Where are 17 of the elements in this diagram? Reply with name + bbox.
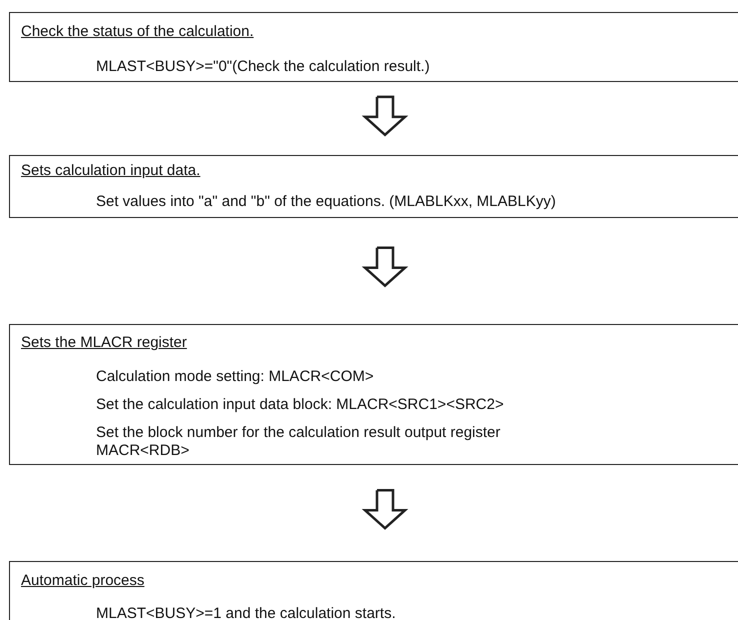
process-box bbox=[9, 561, 738, 620]
block-arrow bbox=[362, 96, 408, 137]
step-heading: Automatic process bbox=[21, 572, 144, 590]
process-box bbox=[9, 155, 738, 218]
step-detail: MLAST<BUSY>="0"(Check the calculation result.) bbox=[96, 58, 430, 76]
step-heading: Sets the MLACR register bbox=[21, 334, 187, 352]
step-detail: Calculation mode setting: MLACR<COM> bbox=[96, 368, 374, 386]
process-box bbox=[9, 12, 738, 82]
step-heading: Check the status of the calculation. bbox=[21, 23, 254, 41]
step-heading: Sets calculation input data. bbox=[21, 162, 200, 180]
step-detail: MLAST<BUSY>=1 and the calculation starts. bbox=[96, 605, 396, 620]
step-detail: Set the block number for the calculation result output register MACR<RDB> bbox=[96, 424, 502, 460]
block-arrow bbox=[362, 488, 408, 530]
process-box bbox=[9, 324, 738, 465]
step-detail: Set values into "a" and "b" of the equations. (MLABLKxx, MLABLKyy) bbox=[96, 193, 556, 211]
step-detail: Set the calculation input data block: MLACR<SRC1><SRC2> bbox=[96, 396, 504, 414]
block-arrow bbox=[362, 246, 408, 288]
